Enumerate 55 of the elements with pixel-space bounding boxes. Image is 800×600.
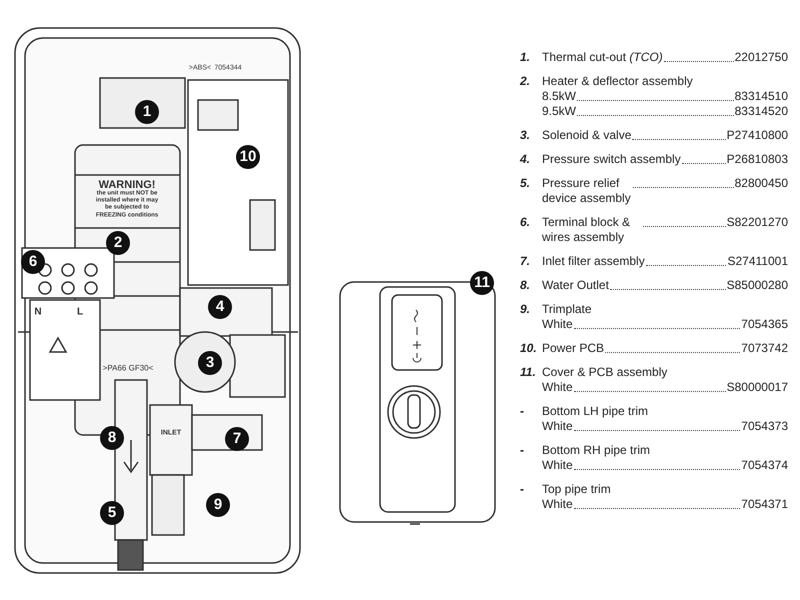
part-number: 82800450: [734, 176, 788, 191]
part-name: Power PCB: [542, 341, 604, 356]
part-name: Thermal cut-out (TCO): [542, 50, 663, 65]
item-number: -: [520, 443, 525, 459]
part-name: Water Outlet: [542, 278, 609, 293]
part-number: 22012750: [734, 50, 788, 65]
part-name: White: [542, 458, 573, 473]
warning-heading: WARNING!: [98, 179, 156, 191]
part-name: 8.5kW: [542, 89, 576, 104]
part-name: White: [542, 380, 573, 395]
part-name: 9.5kW: [542, 104, 576, 119]
part-name: Solenoid & valve: [542, 128, 632, 143]
part-name: White: [542, 497, 573, 512]
item-number: 3.: [520, 128, 532, 143]
part-number: P27410800: [726, 128, 788, 143]
part-name: Terminal block & wires assembly: [542, 215, 632, 245]
item-number: 9.: [520, 302, 532, 318]
item-number: 10.: [520, 341, 538, 356]
part-name: Pressure switch assembly: [542, 152, 681, 167]
item-number: -: [520, 404, 525, 420]
item-number: 11.: [520, 365, 537, 381]
part-name: Inlet filter assembly: [542, 254, 645, 269]
part-name: Trimplate: [542, 302, 592, 317]
item-number: 7.: [520, 254, 532, 269]
part-number: 7054371: [741, 497, 788, 512]
part-name: Bottom LH pipe trim: [542, 404, 648, 419]
terminal-marking: N: [34, 306, 42, 318]
part-number: S85000280: [726, 278, 788, 293]
part-number: 83314520: [734, 104, 788, 119]
part-name: Cover & PCB assembly: [542, 365, 668, 380]
part-name: Bottom RH pipe trim: [542, 443, 650, 458]
part-number: P26810803: [726, 152, 788, 167]
part-number: 7073742: [741, 341, 788, 356]
part-name: Heater & deflector assembly: [542, 74, 693, 89]
part-name: Pressure relief device assembly: [542, 176, 632, 206]
part-number: S82201270: [726, 215, 788, 230]
item-number: 5.: [520, 176, 532, 192]
part-number: S27411001: [727, 254, 788, 269]
part-name: White: [542, 317, 573, 332]
item-number: 8.: [520, 278, 532, 293]
terminal-marking: L: [76, 306, 84, 318]
part-number: 7054373: [741, 419, 788, 434]
part-number: S80000017: [726, 380, 788, 395]
part-number: 83314510: [734, 89, 788, 104]
item-number: 1.: [520, 50, 532, 65]
item-number: 6.: [520, 215, 532, 231]
part-name: Top pipe trim: [542, 482, 611, 497]
part-marking: >PA66 GF30<: [102, 364, 154, 372]
part-number: 7054374: [741, 458, 788, 473]
part-name: White: [542, 419, 573, 434]
part-number: 7054365: [741, 317, 788, 332]
item-number: 4.: [520, 152, 532, 167]
callout-number: 11: [470, 271, 494, 295]
item-number: -: [520, 482, 525, 498]
item-number: 2.: [520, 74, 532, 90]
